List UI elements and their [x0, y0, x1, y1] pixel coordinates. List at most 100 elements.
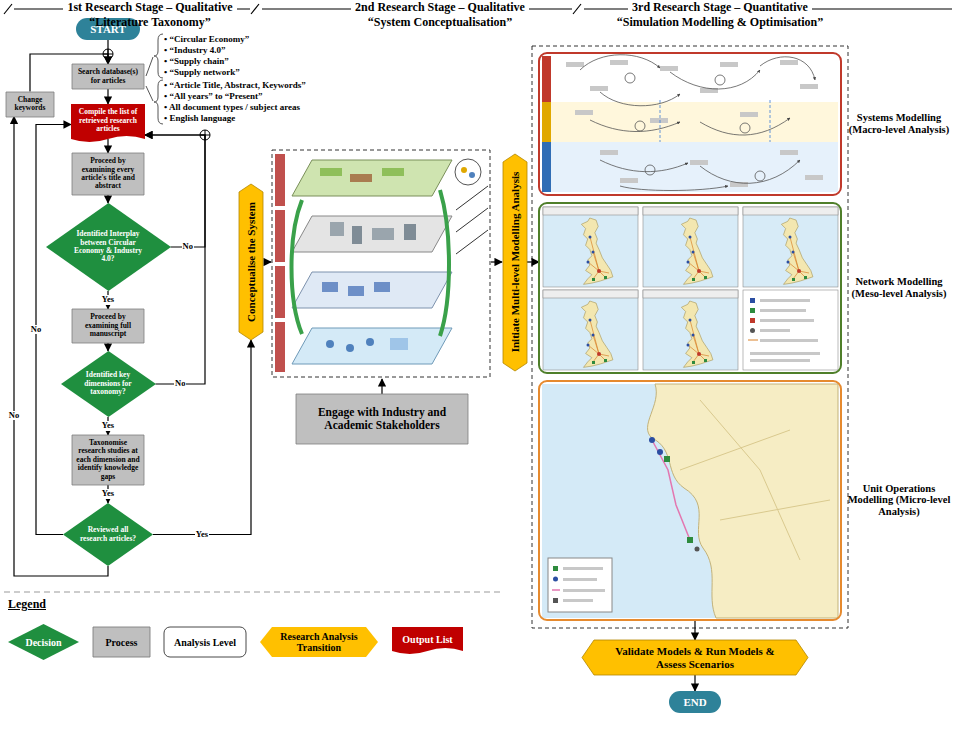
route-map-illustration: [563, 599, 593, 602]
stage-header-rule: [4, 4, 12, 14]
system-concept-illustration: [275, 210, 285, 262]
flow-arrow: [107, 89, 108, 104]
analysis-panel: Unit Operations Modelling (Micro-level A…: [539, 381, 841, 620]
search-criteria-bracket: [146, 86, 153, 101]
system-concept-illustration: [382, 168, 404, 176]
flow-arrow: [694, 620, 695, 640]
route-map-illustration: [563, 567, 605, 602]
decision-diamond-shape: [46, 203, 171, 291]
flow-arrow: [107, 195, 108, 203]
causal-loop-illustration: [600, 92, 680, 106]
system-concept-illustration: [275, 266, 285, 318]
causal-loop-illustration: [590, 86, 608, 91]
edge-label: Yes: [101, 489, 115, 498]
analysis-panel-outline: [539, 203, 841, 373]
route-map-illustration: [695, 547, 700, 552]
system-concept-illustration: [469, 172, 475, 178]
causal-loop-illustration: [542, 56, 551, 102]
process-box: Taxonomise research studies at each dime…: [72, 435, 144, 485]
transition-hexagon-shape: [239, 184, 263, 340]
system-concept-illustration: [456, 186, 488, 210]
stage-heading: 1st Research Stage – Qualitative: [63, 1, 236, 15]
search-criterion: • “Supply chain”: [164, 56, 229, 66]
system-concept-illustration: [292, 160, 452, 196]
causal-loop-illustration: [660, 100, 770, 142]
legend-text: Output List: [402, 634, 452, 645]
search-criterion: • “Circular Economy”: [164, 34, 249, 44]
network-map-illustration: [760, 319, 814, 322]
route-map-illustration: [542, 384, 838, 618]
causal-loop-illustration: [590, 120, 680, 132]
stage-heading: “Literature Taxonomy”: [89, 16, 210, 30]
decision-diamond: Reviewed all research articles?: [63, 503, 153, 566]
legend-item: Process: [93, 627, 150, 657]
legend-item: Analysis Level: [164, 627, 246, 657]
flow-arrow: [107, 343, 108, 351]
node-text: Proceed by examining every article's tit…: [75, 157, 141, 191]
stage-heading: 3rd Research Stage – Quantitative: [628, 1, 812, 15]
causal-loop-illustration: [575, 110, 593, 115]
node-text: Network Modelling (Meso-level Analysis): [847, 276, 951, 300]
decision-diamond-shape: [61, 351, 156, 417]
stage-heading: “Simulation Modelling & Optimisation”: [617, 16, 823, 30]
network-map-illustration: [543, 207, 838, 370]
causal-loop-illustration: [580, 55, 815, 191]
flow-arrow: [107, 139, 108, 153]
search-criterion: • “Industry 4.0”: [164, 45, 225, 55]
node-text: Systems Modelling (Macro-level Analysis): [847, 112, 951, 136]
edge-label: Yes: [101, 295, 115, 304]
causal-loop-illustration: [805, 175, 823, 180]
node-text: Engage with Industry and Academic Stakeh…: [307, 406, 457, 432]
edge-label: No: [8, 411, 20, 420]
causal-loop-illustration: [715, 75, 725, 85]
flow-arrow-layout: [381, 379, 382, 394]
network-map-illustration: [643, 207, 738, 287]
analysis-panel-shape: [539, 53, 841, 195]
process-box-shape: [72, 64, 144, 89]
causal-loop-illustration: [635, 121, 645, 131]
causal-loop-illustration: [690, 160, 708, 165]
system-concept-illustration: [346, 344, 354, 352]
modelling-container: [532, 46, 848, 628]
node-text: Proceed by examining full manuscript: [75, 313, 141, 338]
search-criteria-bracket: [146, 34, 163, 124]
system-concept-illustration: [322, 282, 338, 292]
legend-swatch-shape: [260, 627, 378, 657]
causal-loop-illustration: [645, 165, 655, 175]
route-map-illustration: [553, 577, 558, 582]
legend-swatch-shape: [8, 624, 79, 660]
network-map-illustration: [643, 290, 738, 370]
causal-loop-illustration: [800, 84, 818, 89]
node-text: Compile the list of retrieved research a…: [74, 108, 142, 133]
system-concept-illustration: [455, 159, 481, 185]
route-map-illustration: [563, 589, 605, 592]
node-text: Search database(s) for articles: [75, 68, 141, 85]
network-map-illustration: [760, 299, 810, 302]
system-concept-illustration: [374, 282, 390, 292]
legend-text: Research Analysis Transition: [276, 631, 362, 653]
node-text: Change keywords: [8, 96, 52, 113]
causal-loop-illustration: [720, 62, 738, 67]
network-map-illustration: [760, 309, 806, 312]
system-concept-illustration: [372, 228, 394, 240]
system-concept-illustration: [275, 154, 285, 206]
system-concept-illustration: [292, 200, 303, 334]
analysis-panel-outline: [539, 53, 841, 195]
output-list: Compile the list of retrieved research a…: [71, 104, 145, 145]
causal-loop-illustration: [760, 57, 815, 80]
stakeholder-box-shape: [296, 394, 468, 444]
causal-loop-illustration: [650, 118, 668, 123]
edge-label: No: [182, 242, 194, 251]
system-concept-illustration: [461, 167, 467, 173]
system-concept-illustration: [272, 150, 490, 377]
transition-hexagon: Conceptualise the System: [239, 184, 263, 340]
system-concept-illustration: [404, 224, 416, 240]
system-concept-illustration: [440, 190, 449, 336]
causal-loop-illustration: [542, 102, 551, 142]
causal-loop-illustration: [566, 60, 823, 187]
system-concept-illustration: [456, 230, 488, 254]
end-terminal: END: [669, 691, 721, 713]
route-map-illustration: [553, 598, 558, 603]
stage-heading: “System Conceptualisation”: [368, 16, 512, 30]
